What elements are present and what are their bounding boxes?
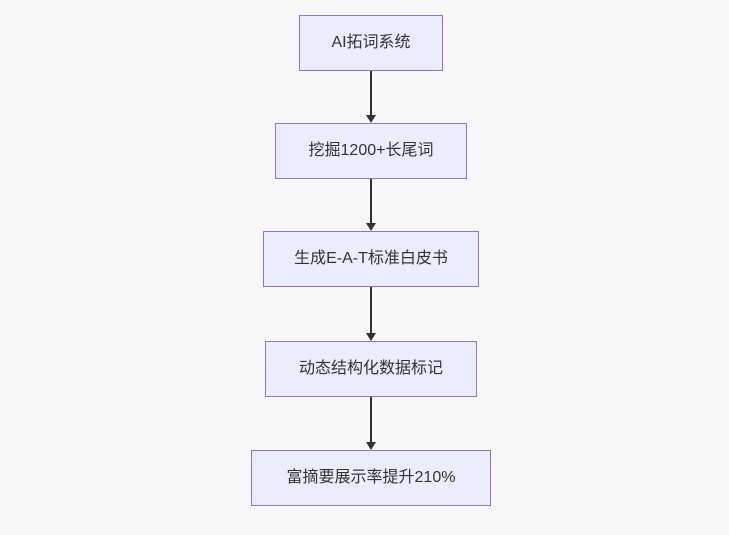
flowchart-column: AI拓词系统 挖掘1200+长尾词 生成E-A-T标准白皮书 动态结构化数据标记	[251, 15, 491, 506]
edge-line	[370, 287, 372, 333]
flow-node-longtail-mining: 挖掘1200+长尾词	[275, 123, 467, 179]
flow-node-ai-keyword-system: AI拓词系统	[299, 15, 443, 71]
edge-line	[370, 397, 372, 442]
arrow-head-icon	[366, 333, 376, 341]
flow-edge-4	[365, 397, 377, 450]
flow-node-rich-snippet-result: 富摘要展示率提升210%	[251, 450, 491, 506]
flow-node-structured-data-markup: 动态结构化数据标记	[265, 341, 477, 397]
arrow-head-icon	[366, 223, 376, 231]
flow-edge-1	[365, 71, 377, 123]
flow-node-label: 生成E-A-T标准白皮书	[294, 249, 448, 267]
arrow-head-icon	[366, 115, 376, 123]
flow-node-label: AI拓词系统	[331, 33, 411, 51]
arrow-head-icon	[366, 442, 376, 450]
flow-node-eat-whitepaper: 生成E-A-T标准白皮书	[263, 231, 479, 287]
flow-edge-2	[365, 179, 377, 231]
edge-line	[370, 179, 372, 223]
edge-line	[370, 71, 372, 115]
flow-node-label: 挖掘1200+长尾词	[308, 141, 434, 159]
flow-node-label: 富摘要展示率提升210%	[286, 468, 456, 486]
flow-node-label: 动态结构化数据标记	[298, 359, 443, 377]
flow-edge-3	[365, 287, 377, 341]
